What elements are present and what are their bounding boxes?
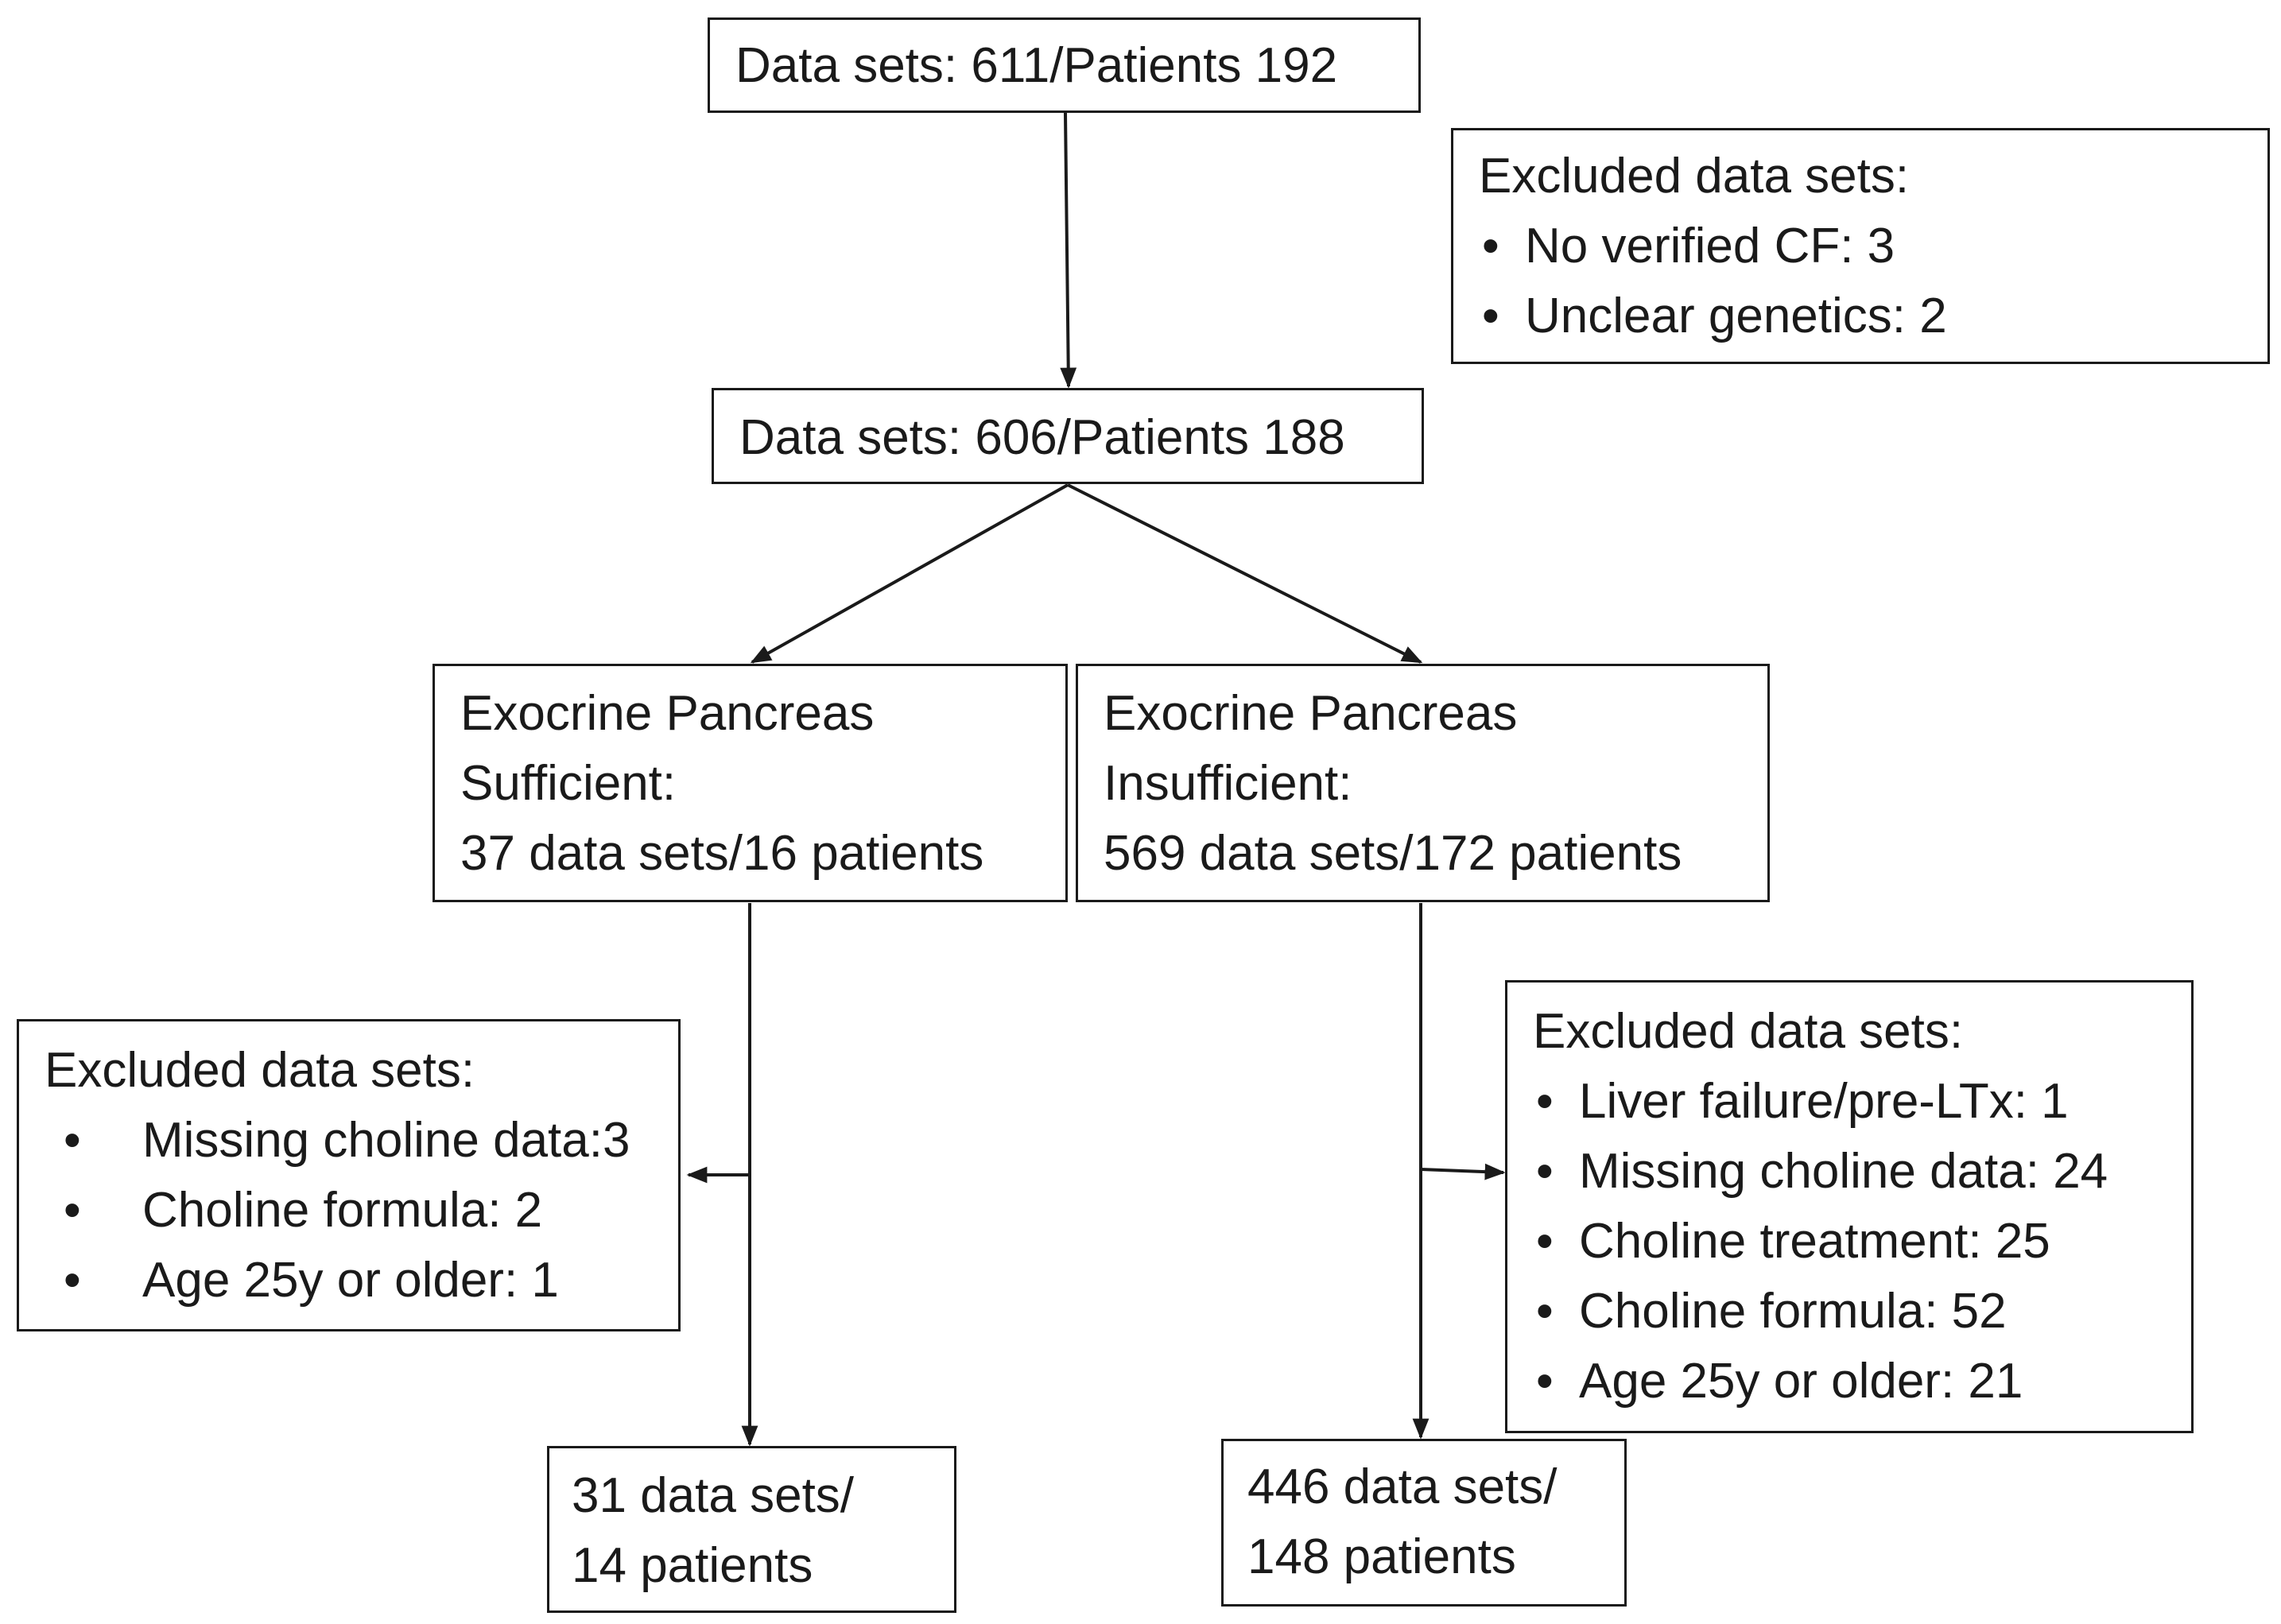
exclusion-box-sufficient: Excluded data sets: Missing choline data… [17, 1019, 681, 1331]
start-text: Data sets: 611/Patients 192 [735, 38, 1338, 93]
result-sufficient-line: 14 patients [572, 1538, 813, 1593]
exclusion-top-item: No verified CF: 3 [1479, 211, 2267, 281]
exclusion-box-top: Excluded data sets: No verified CF: 3 Un… [1451, 128, 2270, 364]
pancreas-sufficient-box: Exocrine Pancreas Sufficient: 37 data se… [433, 664, 1068, 902]
pancreas-insufficient-box: Exocrine Pancreas Insufficient: 569 data… [1076, 664, 1770, 902]
arrow-insufficient-to-exclusion [1420, 1163, 1506, 1180]
result-insufficient-box: 446 data sets/ 148 patients [1221, 1439, 1627, 1607]
exclusion-insufficient-item: Choline treatment: 25 [1533, 1207, 2191, 1277]
arrow-middle-to-insufficient [1067, 483, 1423, 664]
eps-line: Exocrine Pancreas [460, 686, 875, 741]
result-sufficient-line: 31 data sets/ [572, 1468, 855, 1523]
exclusion-insufficient-item: Liver failure/pre-LTx: 1 [1533, 1067, 2191, 1137]
exclusion-insufficient-item: Choline formula: 52 [1533, 1277, 2191, 1347]
exclusion-box-insufficient: Excluded data sets: Liver failure/pre-LT… [1505, 980, 2194, 1433]
exclusion-insufficient-list: Liver failure/pre-LTx: 1 Missing choline… [1533, 1067, 2191, 1417]
exclusion-sufficient-item: Age 25y or older: 1 [45, 1246, 678, 1316]
epi-line: Exocrine Pancreas [1104, 686, 1518, 741]
middle-box: Data sets: 606/Patients 188 [712, 388, 1424, 484]
exclusion-sufficient-heading: Excluded data sets: [45, 1043, 475, 1098]
exclusion-top-heading: Excluded data sets: [1479, 149, 1910, 203]
eps-line: Sufficient: [460, 756, 677, 811]
exclusion-insufficient-heading: Excluded data sets: [1533, 1004, 1964, 1059]
result-insufficient-line: 446 data sets/ [1247, 1459, 1558, 1514]
exclusion-sufficient-item: Missing choline data:3 [45, 1106, 678, 1176]
epi-line: Insufficient: [1104, 756, 1352, 811]
epi-line: 569 data sets/172 patients [1104, 826, 1682, 881]
result-sufficient-box: 31 data sets/ 14 patients [547, 1446, 956, 1613]
exclusion-sufficient-list: Missing choline data:3 Choline formula: … [45, 1106, 678, 1316]
exclusion-top-list: No verified CF: 3 Unclear genetics: 2 [1479, 211, 2267, 351]
result-insufficient-line: 148 patients [1247, 1529, 1516, 1584]
eps-line: 37 data sets/16 patients [460, 826, 984, 881]
arrow-start-to-middle [1060, 112, 1077, 389]
arrow-middle-to-sufficient [750, 483, 1069, 664]
exclusion-insufficient-item: Age 25y or older: 21 [1533, 1347, 2191, 1417]
middle-text: Data sets: 606/Patients 188 [739, 410, 1345, 465]
start-box: Data sets: 611/Patients 192 [708, 17, 1421, 113]
exclusion-top-item: Unclear genetics: 2 [1479, 281, 2267, 351]
exclusion-insufficient-item: Missing choline data: 24 [1533, 1137, 2191, 1207]
exclusion-sufficient-item: Choline formula: 2 [45, 1176, 678, 1246]
